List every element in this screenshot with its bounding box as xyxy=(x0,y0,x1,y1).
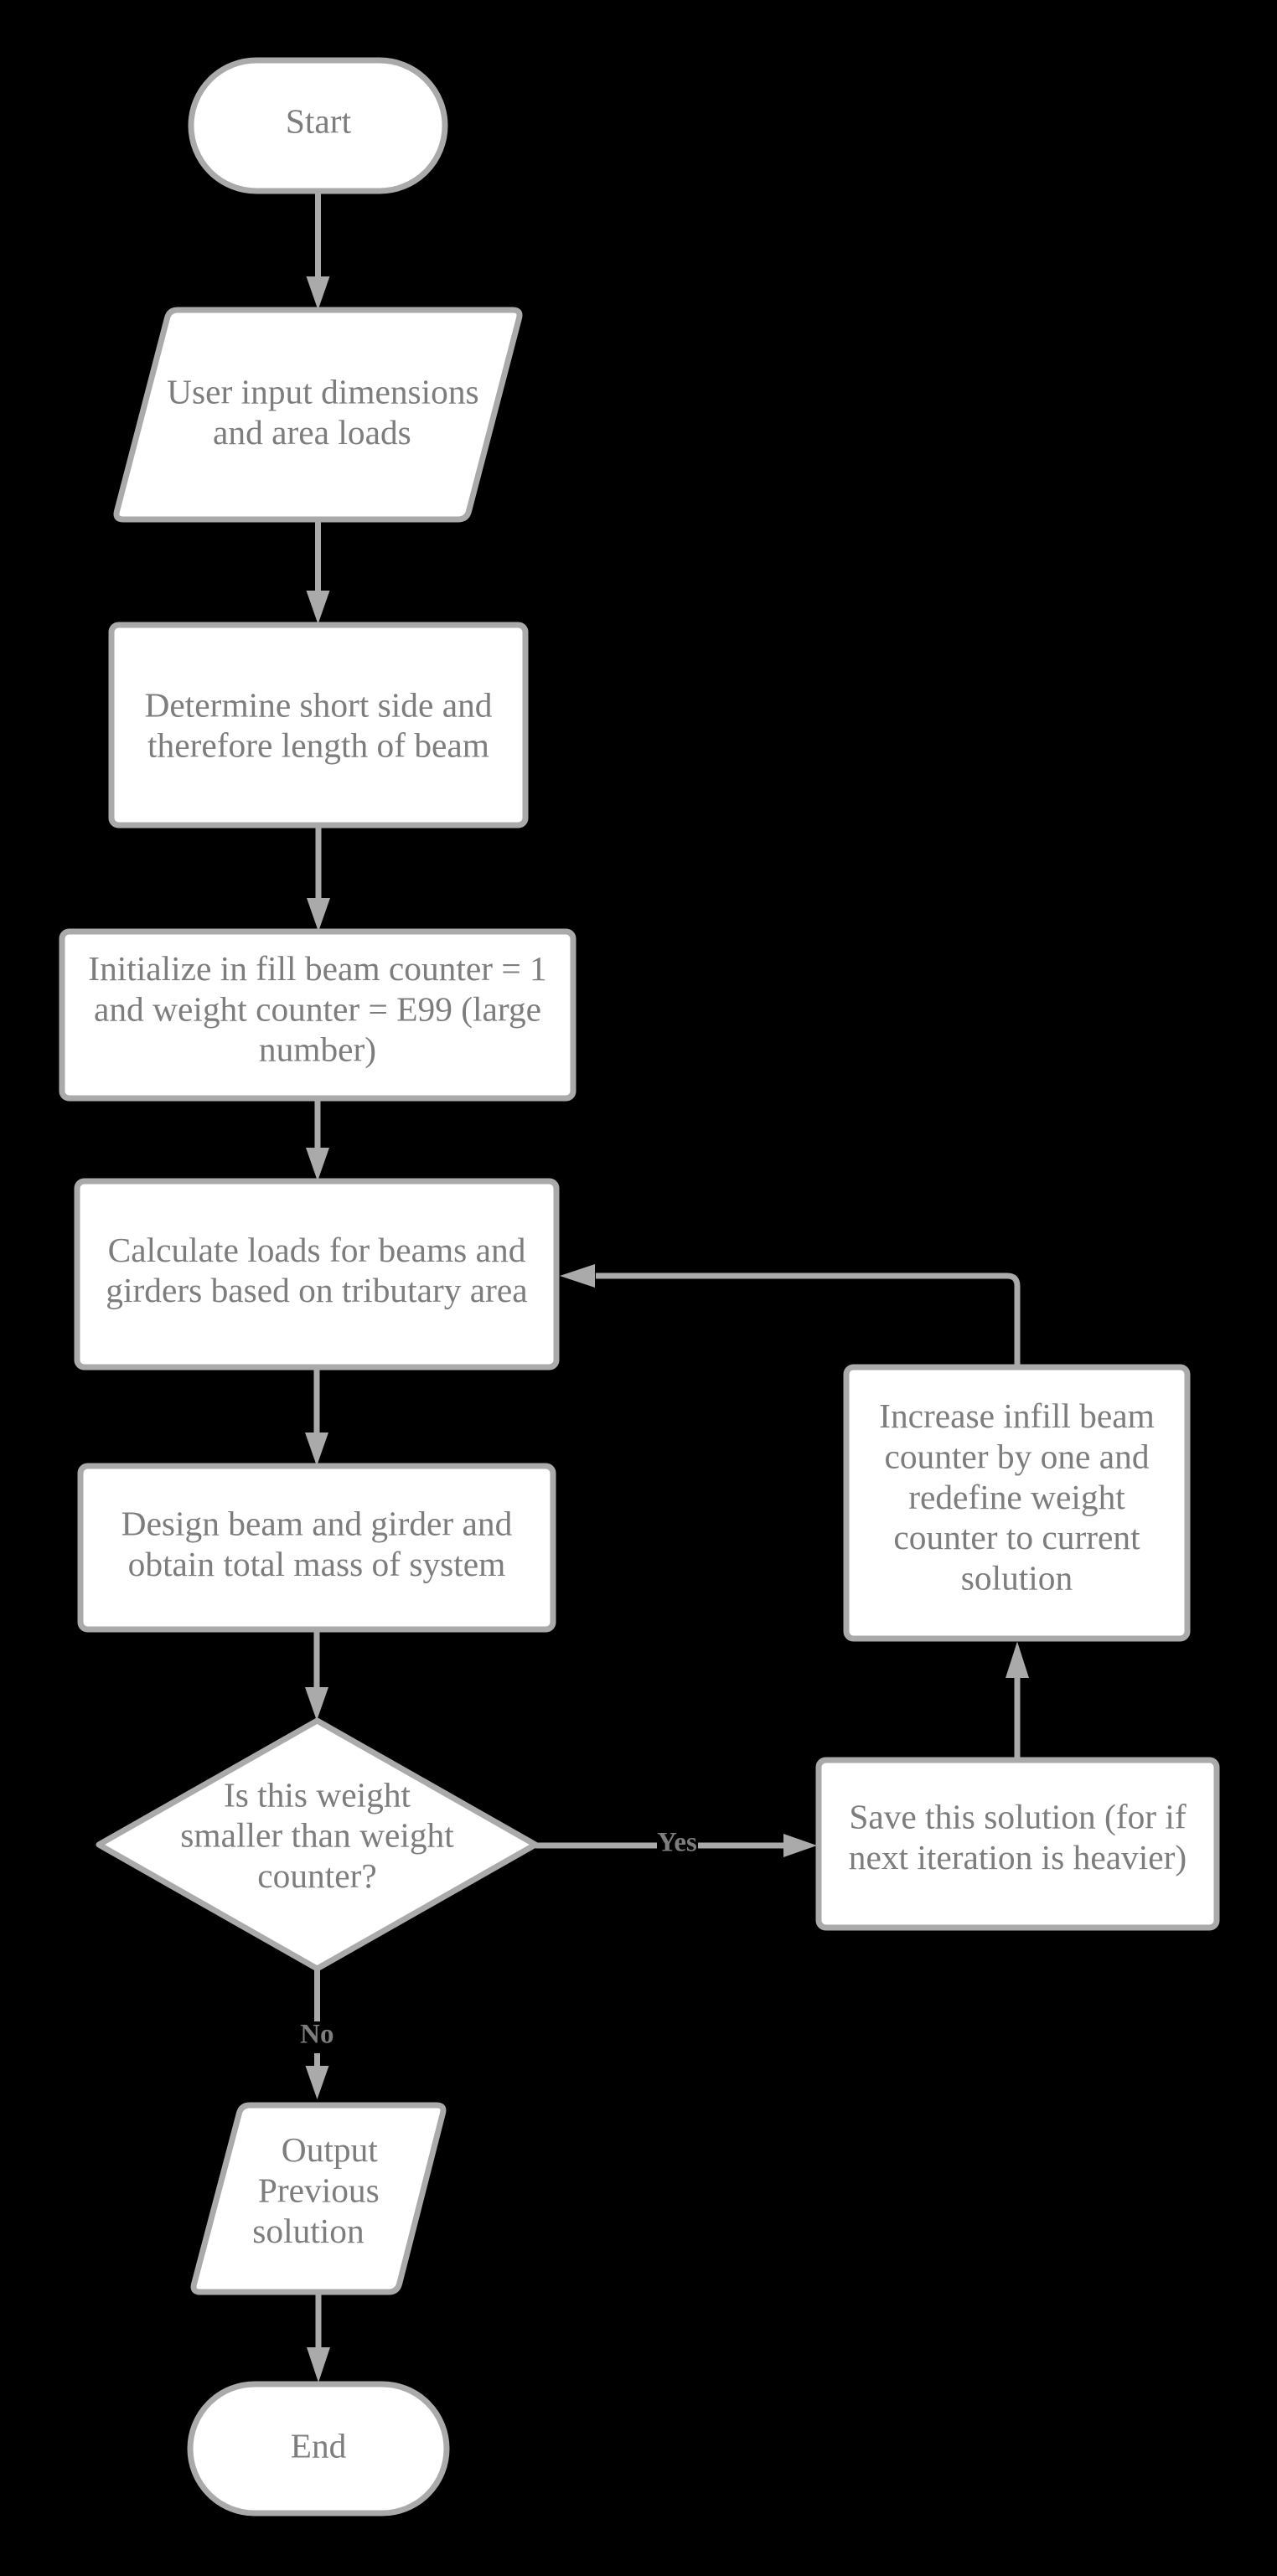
svg-text:Save this solution (for if: Save this solution (for if xyxy=(849,1797,1187,1836)
svg-text:counter by one and: counter by one and xyxy=(884,1437,1149,1475)
svg-text:therefore length of beam: therefore length of beam xyxy=(147,726,489,765)
svg-text:next iteration is heavier): next iteration is heavier) xyxy=(849,1838,1187,1877)
svg-text:Determine short side and: Determine short side and xyxy=(145,685,493,724)
svg-text:Previous: Previous xyxy=(258,2171,380,2210)
svg-text:Increase infill beam: Increase infill beam xyxy=(879,1396,1155,1435)
svg-text:redefine weight: redefine weight xyxy=(908,1478,1125,1516)
svg-text:solution: solution xyxy=(252,2212,364,2250)
svg-text:obtain total mass of system: obtain total mass of system xyxy=(128,1545,506,1583)
svg-text:and weight counter = E99 (larg: and weight counter = E99 (large xyxy=(94,989,541,1029)
svg-text:Initialize in fill beam counte: Initialize in fill beam counter = 1 xyxy=(88,949,546,988)
svg-text:No: No xyxy=(300,2020,333,2050)
svg-text:End: End xyxy=(291,2426,347,2465)
svg-text:girders based on tributary are: girders based on tributary area xyxy=(106,1271,527,1309)
svg-text:Calculate loads for beams and: Calculate loads for beams and xyxy=(108,1231,526,1269)
svg-text:Start: Start xyxy=(286,102,352,141)
svg-text:number): number) xyxy=(259,1030,376,1070)
svg-text:Design beam and girder and: Design beam and girder and xyxy=(121,1505,513,1543)
svg-text:Is this weight: Is this weight xyxy=(224,1775,411,1814)
svg-text:User input dimensions: User input dimensions xyxy=(167,373,479,411)
svg-text:counter to current: counter to current xyxy=(893,1518,1140,1556)
svg-text:and area loads: and area loads xyxy=(213,413,411,452)
svg-text:solution: solution xyxy=(961,1559,1073,1598)
svg-text:Output: Output xyxy=(282,2130,378,2169)
svg-text:counter?: counter? xyxy=(257,1856,376,1895)
svg-text:smaller than weight: smaller than weight xyxy=(180,1816,454,1855)
svg-text:Yes: Yes xyxy=(657,1828,697,1858)
